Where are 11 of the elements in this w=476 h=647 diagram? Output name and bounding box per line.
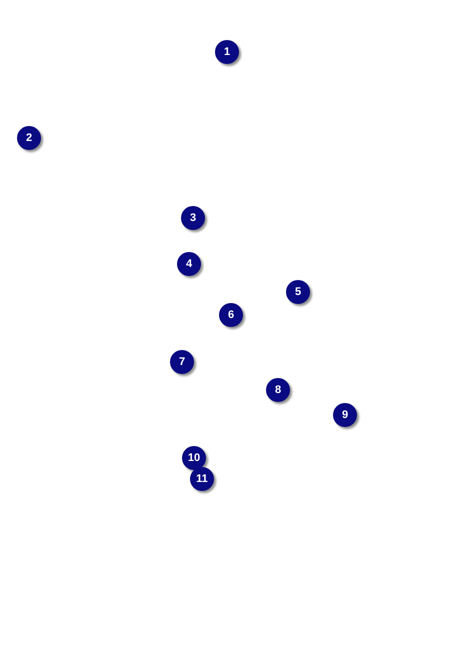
callout-number: 5 bbox=[286, 280, 310, 304]
callout-number: 4 bbox=[177, 252, 201, 276]
callout-number: 8 bbox=[266, 378, 290, 402]
callout-number: 7 bbox=[170, 350, 194, 374]
callout-number: 6 bbox=[219, 303, 243, 327]
callout-number: 10 bbox=[182, 446, 206, 470]
callout-number: 11 bbox=[190, 467, 214, 491]
callout-number: 9 bbox=[333, 403, 357, 427]
callout-number: 2 bbox=[17, 126, 41, 150]
callout-number: 1 bbox=[215, 40, 239, 64]
callout-number: 3 bbox=[181, 206, 205, 230]
